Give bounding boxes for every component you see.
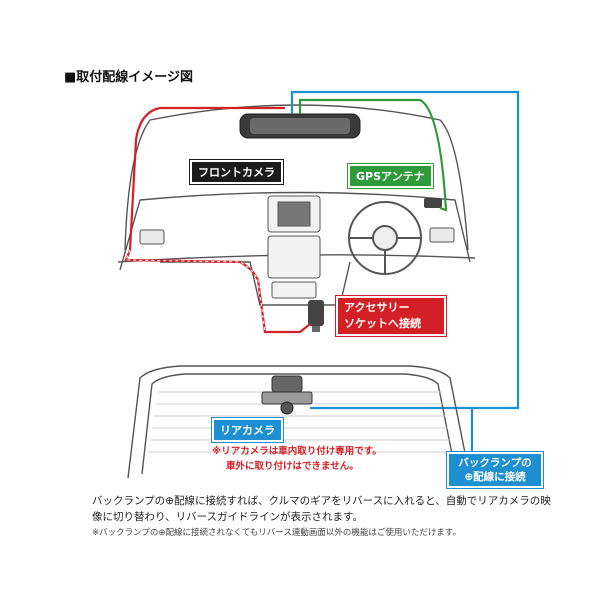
page-title: ■取付配線イメージ図 bbox=[64, 70, 194, 85]
rear-camera-unit bbox=[261, 375, 313, 415]
gps-antenna-label: GPSアンテナ bbox=[348, 164, 433, 188]
rear-camera-note-1: ※リアカメラは車内取り付け専用です。 bbox=[212, 446, 382, 457]
steering-wheel bbox=[348, 201, 422, 275]
backlamp-label-line1: バックランプの bbox=[458, 457, 532, 469]
front-camera-label: フロントカメラ bbox=[190, 160, 283, 184]
rear-camera-label: リアカメラ bbox=[212, 418, 283, 442]
gps-antenna-unit bbox=[424, 198, 442, 208]
accessory-socket-label: アクセサリー ソケットへ接続 bbox=[336, 296, 446, 336]
blue-wire bbox=[290, 90, 520, 452]
description-text: バックランプの⊕配線に接続すれば、クルマのギアをリバースに入れると、自動でリアカ… bbox=[92, 495, 551, 523]
accessory-socket-plug bbox=[308, 300, 324, 332]
green-wire bbox=[298, 98, 448, 212]
backlamp-label: バックランプの ⊕配線に接続 bbox=[447, 452, 543, 488]
air-vents bbox=[139, 227, 455, 245]
rear-window bbox=[127, 365, 471, 479]
footnote-text: ※バックランプの⊕配線に接続されなくてもリバース連動画面以外の機能はご使用いただ… bbox=[92, 528, 462, 538]
accessory-label-line1: アクセサリー bbox=[344, 301, 410, 314]
center-console bbox=[267, 195, 321, 299]
rear-camera-note-2: 車外に取り付けはできません。 bbox=[226, 461, 359, 472]
accessory-label-line2: ソケットへ接続 bbox=[344, 317, 421, 330]
backlamp-label-line2: ⊕配線に接続 bbox=[464, 471, 526, 483]
